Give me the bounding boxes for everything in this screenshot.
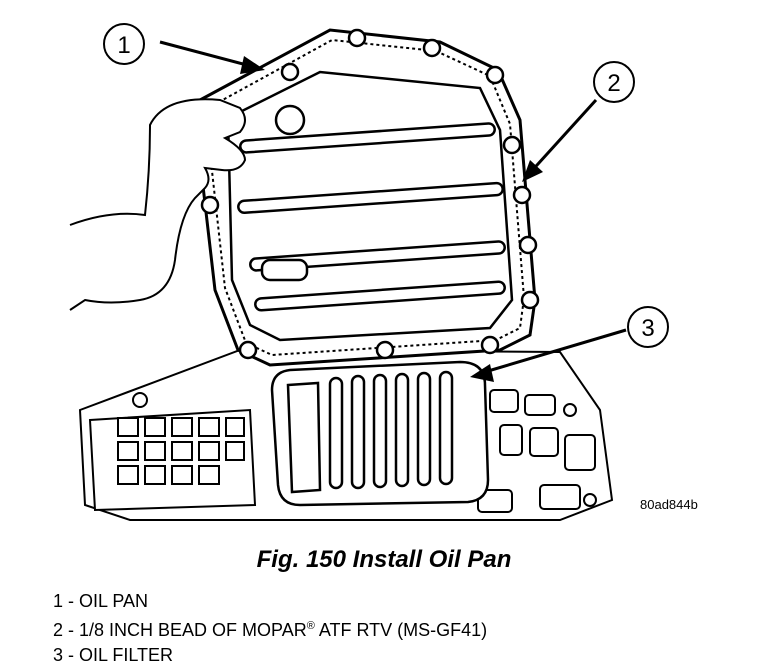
legend-item-1: 1 - OIL PAN (53, 591, 149, 611)
legend-item-2-start: 2 - 1/8 INCH BEAD OF MOPAR (53, 620, 307, 640)
legend-item-2-end: ATF RTV (MS-GF41) (314, 620, 488, 640)
svg-text:3: 3 (641, 315, 654, 342)
callout-2: 2 (522, 61, 635, 182)
svg-text:2: 2 (607, 70, 620, 97)
image-code: 80ad844b (640, 497, 698, 512)
hand (69, 98, 247, 311)
oil-pan-illustration: 1 2 3 (69, 23, 669, 521)
legend: 1 - OIL PAN 2 - 1/8 INCH BEAD OF MOPAR® … (53, 589, 487, 668)
callout-1: 1 (103, 23, 265, 74)
registered-mark: ® (306, 620, 315, 632)
legend-item-3: 3 - OIL FILTER (53, 645, 174, 665)
svg-text:1: 1 (117, 32, 130, 59)
oil-filter (270, 360, 490, 507)
figure-caption: Fig. 150 Install Oil Pan (256, 546, 512, 573)
legend-item-2: 2 - 1/8 INCH BEAD OF MOPAR® ATF RTV (MS-… (53, 614, 487, 643)
oil-pan (198, 28, 540, 367)
callout-3: 3 (470, 306, 669, 382)
